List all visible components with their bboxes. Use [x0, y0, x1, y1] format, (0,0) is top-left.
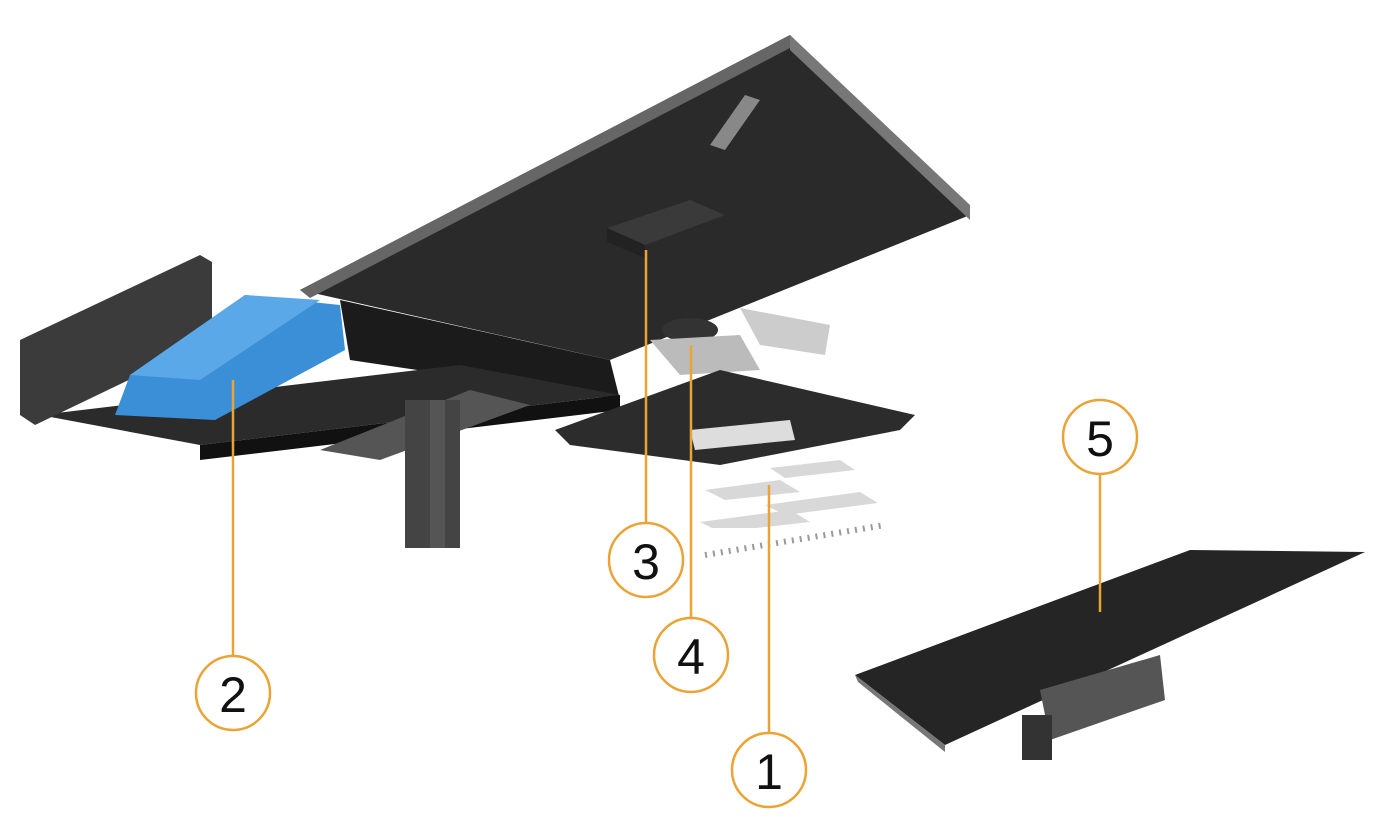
callout-label-3: 3 [632, 534, 660, 590]
controller-box [607, 200, 725, 258]
pole [405, 400, 460, 548]
callout-label-1: 1 [755, 744, 783, 800]
callout-circle-4 [652, 616, 730, 694]
callout-label-4: 4 [677, 629, 705, 685]
callout-circle-1 [730, 731, 808, 809]
end-cap [20, 255, 212, 425]
callout-circle-2 [194, 654, 272, 732]
led-modules-and-screws [700, 460, 890, 563]
assembled-solar-light [855, 550, 1365, 760]
callout-label-2: 2 [219, 667, 247, 723]
battery [115, 295, 345, 420]
sensor-and-bracket [650, 308, 830, 375]
callout-label-5: 5 [1086, 411, 1114, 467]
callout-circle-3 [607, 521, 685, 599]
callout-circle-5 [1061, 398, 1139, 476]
solar-panel-underside [300, 35, 970, 400]
callout-leaders [194, 250, 1139, 809]
